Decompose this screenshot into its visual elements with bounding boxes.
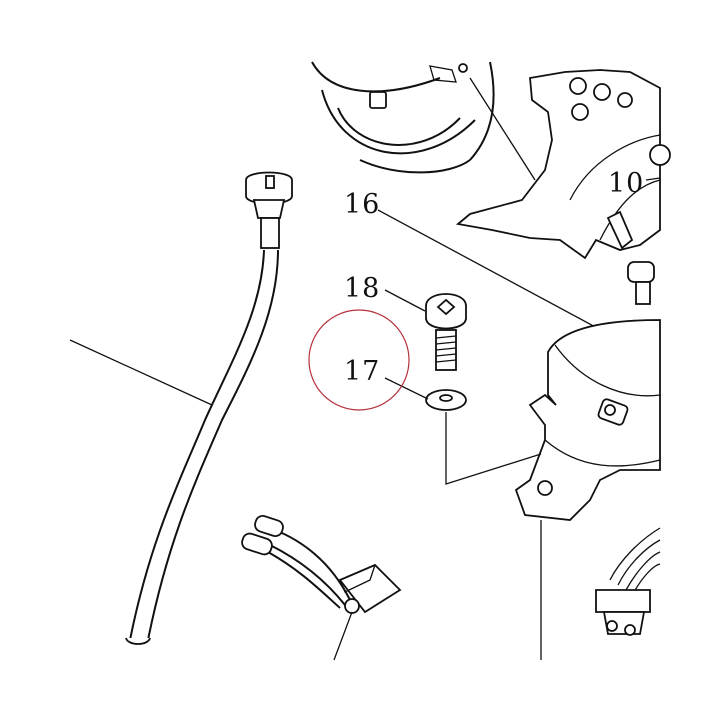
leader-cable xyxy=(69,339,213,406)
label-17: 17 xyxy=(344,356,380,387)
bracket-assembly xyxy=(455,69,671,305)
leader-17 xyxy=(384,377,429,400)
leader-18 xyxy=(384,289,426,312)
leader-connector xyxy=(333,611,353,661)
wiring-harness xyxy=(595,527,661,636)
lower-housing xyxy=(514,319,661,521)
bolt-18 xyxy=(425,293,467,371)
label-16: 16 xyxy=(344,189,380,220)
label-18: 18 xyxy=(344,273,380,304)
speedometer-cable xyxy=(125,171,293,645)
washer-17 xyxy=(425,389,467,411)
leader-washer-housing xyxy=(445,412,542,485)
wire-connector xyxy=(241,514,402,614)
leader-cylinder xyxy=(469,77,536,181)
cylinder-housing xyxy=(311,61,495,174)
label-10: 10 xyxy=(608,168,644,199)
leader-10 xyxy=(645,177,661,181)
highlight-circle xyxy=(308,309,410,411)
